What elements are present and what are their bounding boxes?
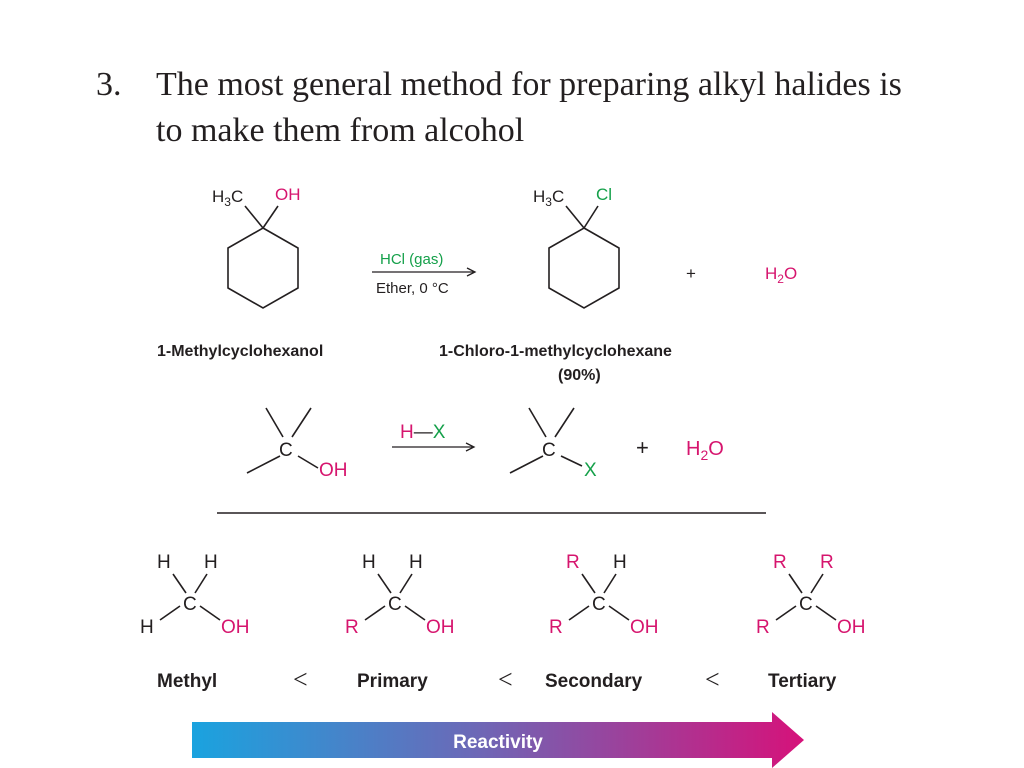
less-than-1: < <box>293 665 308 694</box>
series-left-atom: R <box>756 617 770 638</box>
series-bond-left <box>364 605 386 621</box>
hydroxyl-label: OH <box>275 185 301 204</box>
generic-alkyl-halide: C X <box>509 407 597 481</box>
series-left-atom: R <box>345 617 359 638</box>
reagent-label: HCl (gas) <box>380 251 443 268</box>
series-name-tertiary: Tertiary <box>768 671 837 692</box>
series-name-methyl: Methyl <box>157 671 217 692</box>
series-top-left-atom: R <box>566 552 580 573</box>
methyl-group-label: H3C <box>212 187 243 209</box>
series-top-right-atom: H <box>613 552 627 573</box>
chlorine-label: Cl <box>596 185 612 204</box>
series-bond-right <box>608 605 630 621</box>
series-bond-top-right <box>603 573 617 594</box>
series-top-right-atom: R <box>820 552 834 573</box>
series-right-atom: OH <box>630 617 659 638</box>
carbon-label: C <box>279 440 293 461</box>
reactivity-arrow: Reactivity <box>192 712 804 768</box>
series-bond-top-left <box>377 573 392 594</box>
water-label-2: H2O <box>686 438 724 463</box>
series-top-left-atom: H <box>362 552 376 573</box>
series-carbon-label: C <box>183 594 197 615</box>
methyl-group-label-product: H3C <box>533 187 564 209</box>
plus-sign-1: + <box>686 264 696 283</box>
arrow-head-2 <box>465 442 476 452</box>
reactant-methylcyclohexanol: H3C OH <box>212 185 301 309</box>
series-bond-left <box>775 605 797 621</box>
bond-methyl-product <box>565 205 585 229</box>
reaction-arrow-1: HCl (gas) Ether, 0 °C <box>372 251 477 297</box>
series-left-atom: H <box>140 617 154 638</box>
series-bond-left <box>159 605 181 621</box>
cyclohexane-ring-product <box>548 227 620 309</box>
series-top-right-atom: H <box>204 552 218 573</box>
series-left-atom: R <box>549 617 563 638</box>
series-bond-right <box>199 605 221 621</box>
series-bond-top-left <box>788 573 803 594</box>
cyclohexane-ring <box>227 227 299 309</box>
reactivity-label: Reactivity <box>453 732 543 753</box>
series-carbon-label: C <box>388 594 402 615</box>
hx-reagent-label: H—X <box>400 422 446 443</box>
series-bond-left <box>568 605 590 621</box>
halide-label: X <box>584 460 597 481</box>
series-bond-top-right <box>194 573 208 594</box>
bond-up-left-product <box>528 407 547 438</box>
reactivity-arrow-shape <box>192 712 804 768</box>
less-than-3: < <box>705 665 720 694</box>
product-chloromethylcyclohexane: H3C Cl <box>533 185 620 309</box>
series-bond-top-right <box>399 573 413 594</box>
bond-left <box>246 455 281 474</box>
series-carbon-label: C <box>592 594 606 615</box>
series-name-secondary: Secondary <box>545 671 643 692</box>
reactant-name: 1-Methylcyclohexanol <box>157 343 323 360</box>
product-name: 1-Chloro-1-methylcyclohexane <box>439 343 672 360</box>
heading-text: The most general method for preparing al… <box>156 66 902 149</box>
series-right-atom: OH <box>221 617 250 638</box>
bond-oh <box>262 205 279 229</box>
series-bond-right <box>815 605 837 621</box>
series-carbon-label: C <box>799 594 813 615</box>
series-bond-top-left <box>172 573 187 594</box>
series-bond-top-right <box>810 573 824 594</box>
bond-right-product <box>560 455 583 467</box>
less-than-2: < <box>498 665 513 694</box>
bond-cl <box>583 205 599 229</box>
bond-methyl <box>244 205 264 229</box>
series-top-left-atom: R <box>773 552 787 573</box>
series-name-primary: Primary <box>357 671 428 692</box>
series-top-right-atom: H <box>409 552 423 573</box>
carbon-label-product: C <box>542 440 556 461</box>
arrow-head-1 <box>466 267 477 277</box>
heading-number: 3. <box>96 66 122 103</box>
bond-up-right-product <box>554 407 575 438</box>
bond-left-product <box>509 455 544 474</box>
plus-sign-2: + <box>636 435 649 460</box>
series-bond-right <box>404 605 426 621</box>
series-top-left-atom: H <box>157 552 171 573</box>
hydroxyl-label-2: OH <box>319 460 348 481</box>
generic-alcohol: C OH <box>246 407 348 481</box>
bond-up-left <box>265 407 284 438</box>
bond-right <box>297 455 319 469</box>
conditions-label: Ether, 0 °C <box>376 280 449 297</box>
reaction-arrow-2: H—X <box>392 422 476 452</box>
water-label-1: H2O <box>765 264 797 286</box>
bond-up-right <box>291 407 312 438</box>
product-yield: (90%) <box>558 367 601 384</box>
series-right-atom: OH <box>837 617 866 638</box>
series-right-atom: OH <box>426 617 455 638</box>
series-bond-top-left <box>581 573 596 594</box>
